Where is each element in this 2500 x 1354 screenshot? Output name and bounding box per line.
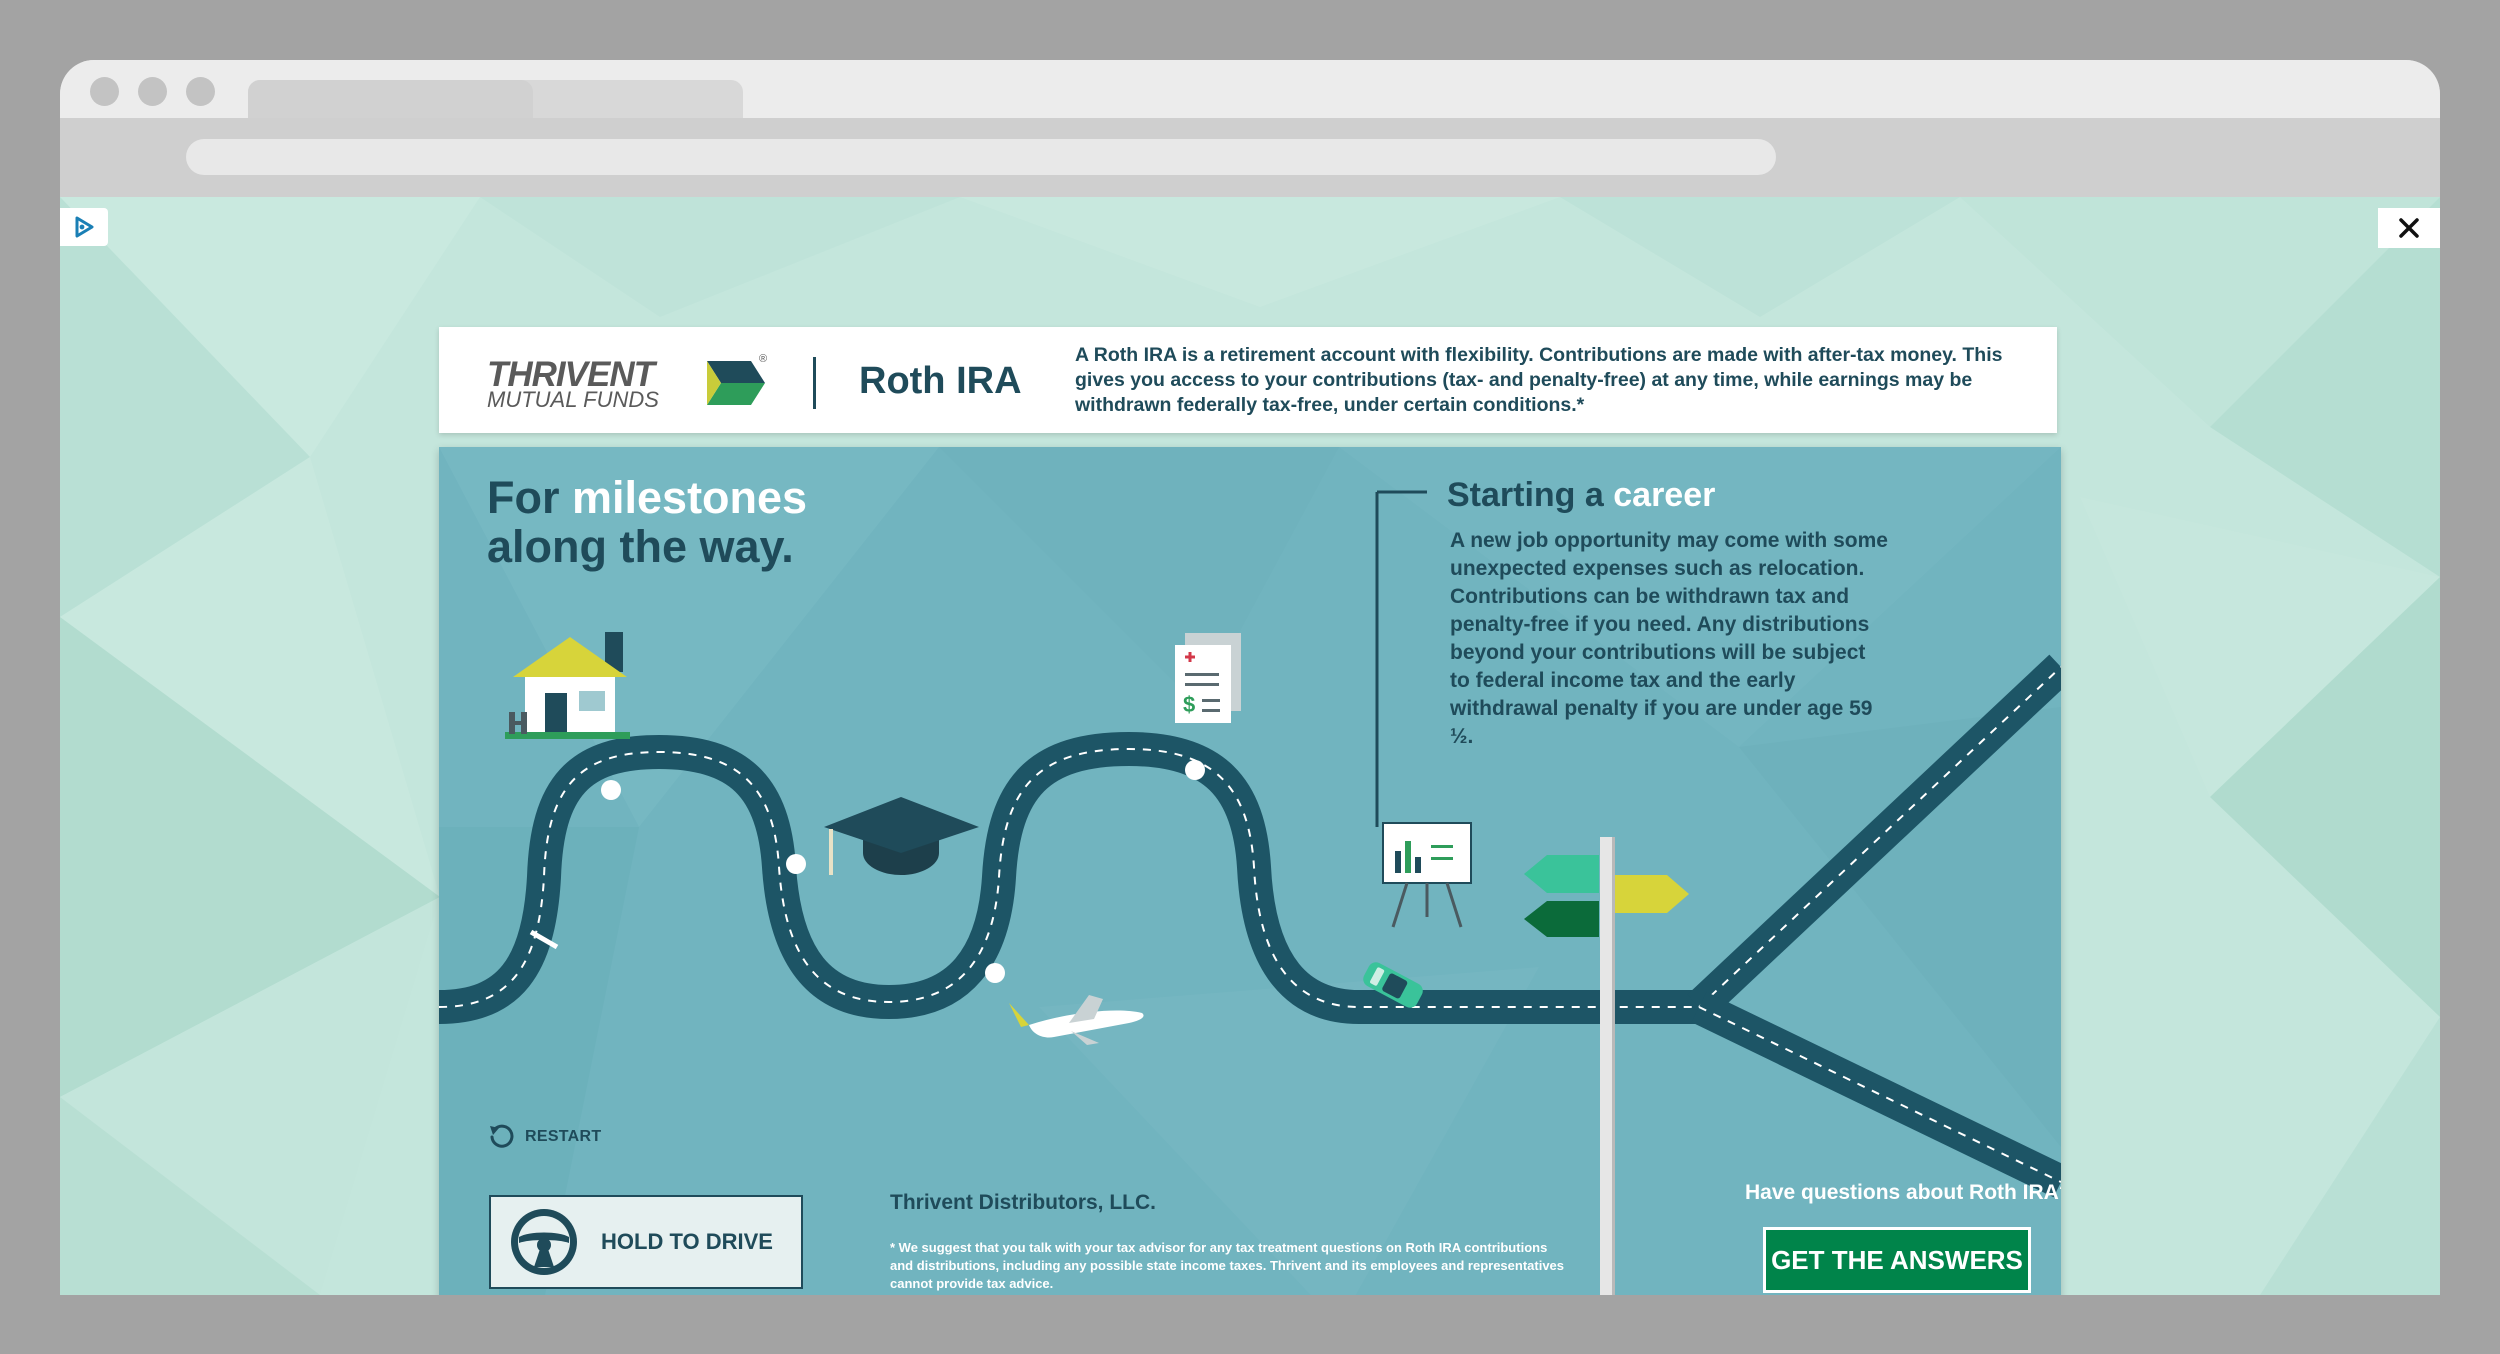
product-title: Roth IRA <box>859 360 1022 402</box>
milestone-title: Starting a career <box>1447 473 1715 517</box>
milestone-title-part1: Starting a <box>1447 476 1614 514</box>
headline: For milestones along the way. <box>487 473 807 571</box>
airplane-icon <box>1009 995 1144 1045</box>
milestone-description: A new job opportunity may come with some… <box>1450 529 1888 748</box>
restart-icon <box>490 1124 514 1148</box>
graduation-cap-icon <box>824 797 979 875</box>
window-minimize-dot[interactable] <box>138 77 167 106</box>
get-the-answers-button[interactable]: GET THE ANSWERS <box>1763 1227 2031 1293</box>
browser-window: THRIVENT MUTUAL FUNDS ® Roth IRA A Roth … <box>60 60 2440 1295</box>
window-close-dot[interactable] <box>90 77 119 106</box>
distributor-name: Thrivent Distributors, LLC. <box>890 1191 1157 1214</box>
house-icon <box>505 632 630 739</box>
window-maximize-dot[interactable] <box>186 77 215 106</box>
address-bar[interactable] <box>186 139 1776 175</box>
roadmap-scene: $ <box>439 447 2061 1295</box>
milestone-dots <box>601 760 1205 983</box>
tax-disclaimer: * We suggest that you talk with your tax… <box>890 1240 1565 1291</box>
logo-wordmark: THRIVENT <box>487 355 655 394</box>
product-description: A Roth IRA is a retirement account with … <box>1075 344 2003 416</box>
signpost-icon <box>1524 837 1689 1295</box>
car-icon <box>1363 962 1423 1008</box>
browser-tabbar <box>60 60 2440 118</box>
questions-prompt: Have questions about Roth IRA? <box>1745 1181 2061 1204</box>
browser-tab-active[interactable] <box>248 80 533 118</box>
restart-label: RESTART <box>525 1128 602 1145</box>
header-divider <box>813 357 816 409</box>
milestone-title-highlight: career <box>1613 476 1716 514</box>
presentation-easel-icon <box>1375 490 1472 928</box>
steering-wheel-icon <box>511 1209 577 1275</box>
low-poly-background <box>60 197 2440 1295</box>
ad-canvas: THRIVENT MUTUAL FUNDS ® Roth IRA A Roth … <box>60 197 2440 1295</box>
road-start-marker <box>529 929 559 950</box>
headline-highlight: milestones <box>572 472 808 523</box>
headline-part2: along the way. <box>487 521 794 572</box>
hold-to-drive-button[interactable]: HOLD TO DRIVE <box>489 1195 803 1289</box>
hold-to-drive-label: HOLD TO DRIVE <box>601 1229 773 1254</box>
roadmap-panel: $ <box>439 447 2061 1295</box>
thrivent-arrow-icon <box>707 361 765 405</box>
document-icon: $ <box>1175 633 1241 723</box>
headline-part1: For <box>487 472 572 523</box>
thrivent-logo: THRIVENT MUTUAL FUNDS ® <box>487 353 767 417</box>
svg-text:$: $ <box>1183 692 1195 717</box>
winding-road <box>439 654 2061 1198</box>
ad-header-banner: THRIVENT MUTUAL FUNDS ® Roth IRA A Roth … <box>439 327 2057 433</box>
restart-button[interactable]: RESTART <box>487 1123 601 1151</box>
registered-mark: ® <box>759 353 768 365</box>
close-ad-button[interactable] <box>2378 208 2440 248</box>
close-x-icon <box>2399 218 2419 238</box>
logo-subtitle: MUTUAL FUNDS <box>487 387 659 412</box>
adchoices-button[interactable] <box>60 208 108 246</box>
adchoices-triangle-icon <box>75 216 94 238</box>
